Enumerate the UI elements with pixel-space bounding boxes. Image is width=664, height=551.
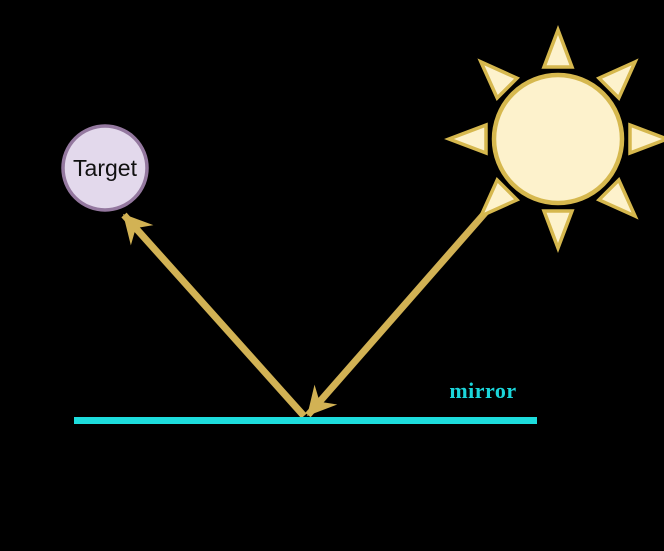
sun-ray-icon <box>628 122 664 156</box>
target-label: Target <box>73 155 138 181</box>
reflected-ray-arrow <box>121 212 307 419</box>
sun-ray-icon <box>477 58 521 102</box>
sun-body <box>491 72 625 206</box>
sun-ray-icon <box>541 209 575 253</box>
sun-ray-icon <box>595 176 639 220</box>
sun-ray-icon <box>477 176 521 220</box>
mirror-label: mirror <box>449 378 516 403</box>
incident-ray-arrow <box>305 202 495 418</box>
sun-icon <box>444 25 664 253</box>
sun-ray-icon <box>444 122 488 156</box>
target-circle <box>61 124 149 212</box>
sun-rays <box>444 25 664 253</box>
sun-ray-icon <box>595 58 639 102</box>
sun-ray-icon <box>541 25 575 69</box>
